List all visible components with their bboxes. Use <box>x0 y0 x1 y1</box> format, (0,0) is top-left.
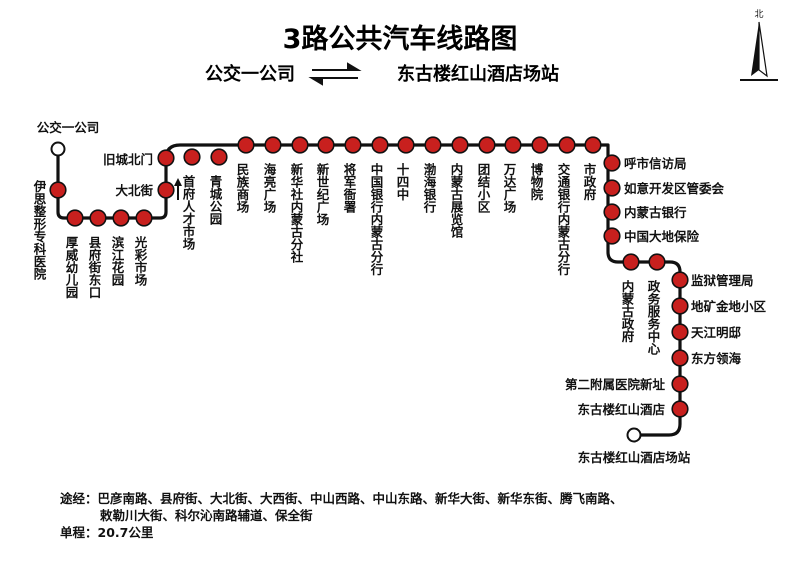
stop-label: 内蒙古政府 <box>620 279 635 343</box>
route-distance: 单程：20.7公里 <box>60 525 154 540</box>
stop-label: 交通银行内蒙古分行 <box>556 162 571 276</box>
stop-label: 首府人才市场 <box>181 174 196 251</box>
stop-marker <box>112 209 130 227</box>
stop-marker <box>183 148 201 166</box>
stop-marker <box>344 136 362 154</box>
stop-marker <box>531 136 549 154</box>
stop-marker <box>504 136 522 154</box>
stop-marker <box>584 136 602 154</box>
terminal-stop-marker <box>626 427 642 443</box>
up-arrow-icon <box>174 178 182 200</box>
stop-label: 第二附属医院新址 <box>565 377 666 392</box>
stop-label: 青城公园 <box>208 174 223 226</box>
stop-label: 民族商场 <box>235 163 250 214</box>
stop-marker <box>451 136 469 154</box>
stop-label: 呼市信访局 <box>624 156 687 171</box>
stop-marker <box>66 209 84 227</box>
stop-label: 滨江花园 <box>110 235 125 287</box>
stop-label: 如意开发区管委会 <box>624 181 725 196</box>
via-roads-line-2: 敕勒川大街、科尔沁南路辅道、保全街 <box>100 508 313 523</box>
stop-marker <box>603 227 621 245</box>
stop-marker <box>89 209 107 227</box>
stop-label: 公交一公司 <box>37 120 100 135</box>
stop-label: 监狱管理局 <box>691 273 754 288</box>
stop-label: 伊思整形专科医院 <box>32 179 47 281</box>
stop-marker <box>371 136 389 154</box>
terminal-stop-marker <box>50 141 66 157</box>
stop-marker <box>671 349 689 367</box>
route-footer: 途经：巴彦南路、县府街、大北街、大西街、中山西路、中山东路、新华大街、新华东街、… <box>60 490 780 541</box>
direction-to: 东古楼红山酒店场站 <box>397 63 559 85</box>
stop-marker <box>49 181 67 199</box>
stop-marker <box>237 136 255 154</box>
bidirectional-arrow-icon <box>308 62 362 86</box>
stop-marker <box>671 323 689 341</box>
stop-label: 厚威幼儿园 <box>64 235 79 299</box>
stop-marker <box>397 136 415 154</box>
stop-label: 天江明邸 <box>691 325 742 340</box>
stops-layer: 公交一公司伊思整形专科医院厚威幼儿园县府街东口滨江花园光彩市场 大北街 旧城北门首府… <box>32 120 767 465</box>
compass-label: 北 <box>754 9 763 20</box>
stop-label: 地矿金地小区 <box>691 299 767 314</box>
stop-label: 十四中 <box>395 162 410 201</box>
stop-label: 大北街 <box>115 183 153 198</box>
stop-marker <box>603 179 621 197</box>
via-roads-line-1: 途经：巴彦南路、县府街、大北街、大西街、中山西路、中山东路、新华大街、新华东街、… <box>60 491 623 506</box>
stop-label: 旧城北门 <box>103 152 153 167</box>
stop-marker <box>157 149 175 167</box>
stop-marker <box>622 253 640 271</box>
stop-marker <box>671 297 689 315</box>
stop-marker <box>603 154 621 172</box>
stop-label: 博物院 <box>529 162 544 201</box>
stop-label: 新世纪广场 <box>315 162 330 226</box>
stop-marker <box>603 203 621 221</box>
stop-label: 东古楼红山酒店 <box>577 402 665 417</box>
north-arrow-icon: 北 <box>740 9 778 81</box>
stop-marker <box>648 253 666 271</box>
stop-label: 团结小区 <box>476 163 491 214</box>
stop-label: 将军衙署 <box>342 162 357 214</box>
stop-label: 光彩市场 <box>133 235 148 287</box>
stop-marker <box>291 136 309 154</box>
stop-label: 渤海银行 <box>422 162 437 214</box>
stop-marker <box>424 136 442 154</box>
stop-label: 政务服务中心 <box>646 279 661 356</box>
stop-marker <box>264 136 282 154</box>
stop-marker <box>558 136 576 154</box>
stop-label: 万达广场 <box>502 163 517 214</box>
stop-marker <box>157 181 175 199</box>
stop-marker <box>478 136 496 154</box>
map-title: 3路公共汽车线路图 <box>283 23 518 55</box>
stop-label: 新华社内蒙古分社 <box>289 162 304 263</box>
stop-label: 东古楼红山酒店场站 <box>578 450 691 465</box>
stop-marker <box>671 375 689 393</box>
stop-marker <box>671 400 689 418</box>
stop-label: 县府街东口 <box>87 236 102 299</box>
stop-label: 中国银行内蒙古分行 <box>369 162 384 276</box>
stop-label: 内蒙古银行 <box>624 205 687 220</box>
stop-marker <box>210 148 228 166</box>
stop-marker <box>317 136 335 154</box>
stop-label: 内蒙古展览馆 <box>449 162 464 239</box>
direction-from: 公交一公司 <box>205 63 295 85</box>
stop-label: 中国大地保险 <box>624 229 700 244</box>
stop-label: 海亮广场 <box>262 162 277 214</box>
stop-label: 东方领海 <box>691 351 742 366</box>
stop-label: 市政府 <box>582 162 597 201</box>
stop-marker <box>135 209 153 227</box>
stop-marker <box>671 271 689 289</box>
